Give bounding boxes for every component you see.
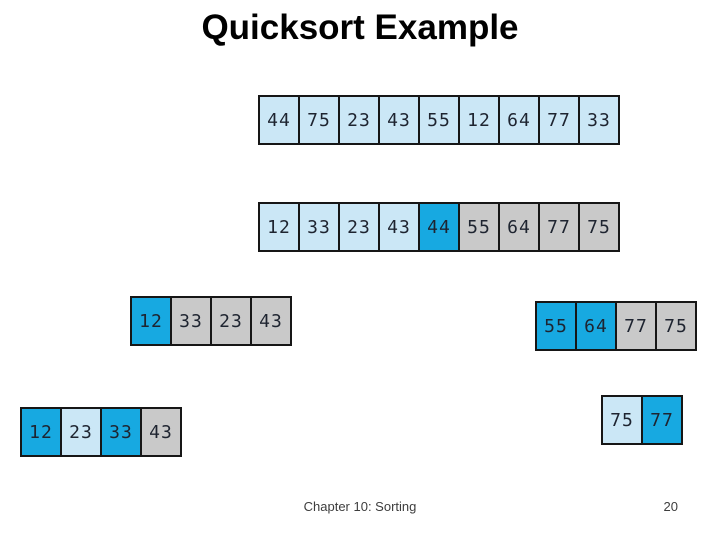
array-cell: 43 bbox=[378, 202, 420, 252]
array-cell: 33 bbox=[170, 296, 212, 346]
array-cell: 55 bbox=[458, 202, 500, 252]
array-cell: 77 bbox=[538, 95, 580, 145]
array-cell: 55 bbox=[418, 95, 460, 145]
array-cell: 75 bbox=[298, 95, 340, 145]
array-cell: 43 bbox=[250, 296, 292, 346]
array-cell: 75 bbox=[655, 301, 697, 351]
array-cell: 12 bbox=[130, 296, 172, 346]
array-cell: 33 bbox=[298, 202, 340, 252]
array-cell: 23 bbox=[338, 95, 380, 145]
array-cell: 77 bbox=[538, 202, 580, 252]
footer-page-number: 20 bbox=[663, 499, 678, 514]
array-cell: 12 bbox=[20, 407, 62, 457]
array-cell: 23 bbox=[60, 407, 102, 457]
array-cell: 33 bbox=[578, 95, 620, 145]
array-cell: 33 bbox=[100, 407, 142, 457]
array-cell: 23 bbox=[338, 202, 380, 252]
footer-chapter-label: Chapter 10: Sorting bbox=[303, 499, 417, 514]
array-cell: 23 bbox=[210, 296, 252, 346]
array-cell: 12 bbox=[258, 202, 300, 252]
array-cell: 44 bbox=[258, 95, 300, 145]
array-cell: 75 bbox=[601, 395, 643, 445]
array-cell: 12 bbox=[458, 95, 500, 145]
array-cell: 77 bbox=[615, 301, 657, 351]
array-cell: 75 bbox=[578, 202, 620, 252]
array-cell: 43 bbox=[140, 407, 182, 457]
array-cell: 77 bbox=[641, 395, 683, 445]
array-cell: 64 bbox=[498, 202, 540, 252]
array-cell: 64 bbox=[498, 95, 540, 145]
array-cell: 64 bbox=[575, 301, 617, 351]
slide-title: Quicksort Example bbox=[201, 8, 519, 47]
array-cell: 55 bbox=[535, 301, 577, 351]
array-cell: 43 bbox=[378, 95, 420, 145]
array-cell: 44 bbox=[418, 202, 460, 252]
